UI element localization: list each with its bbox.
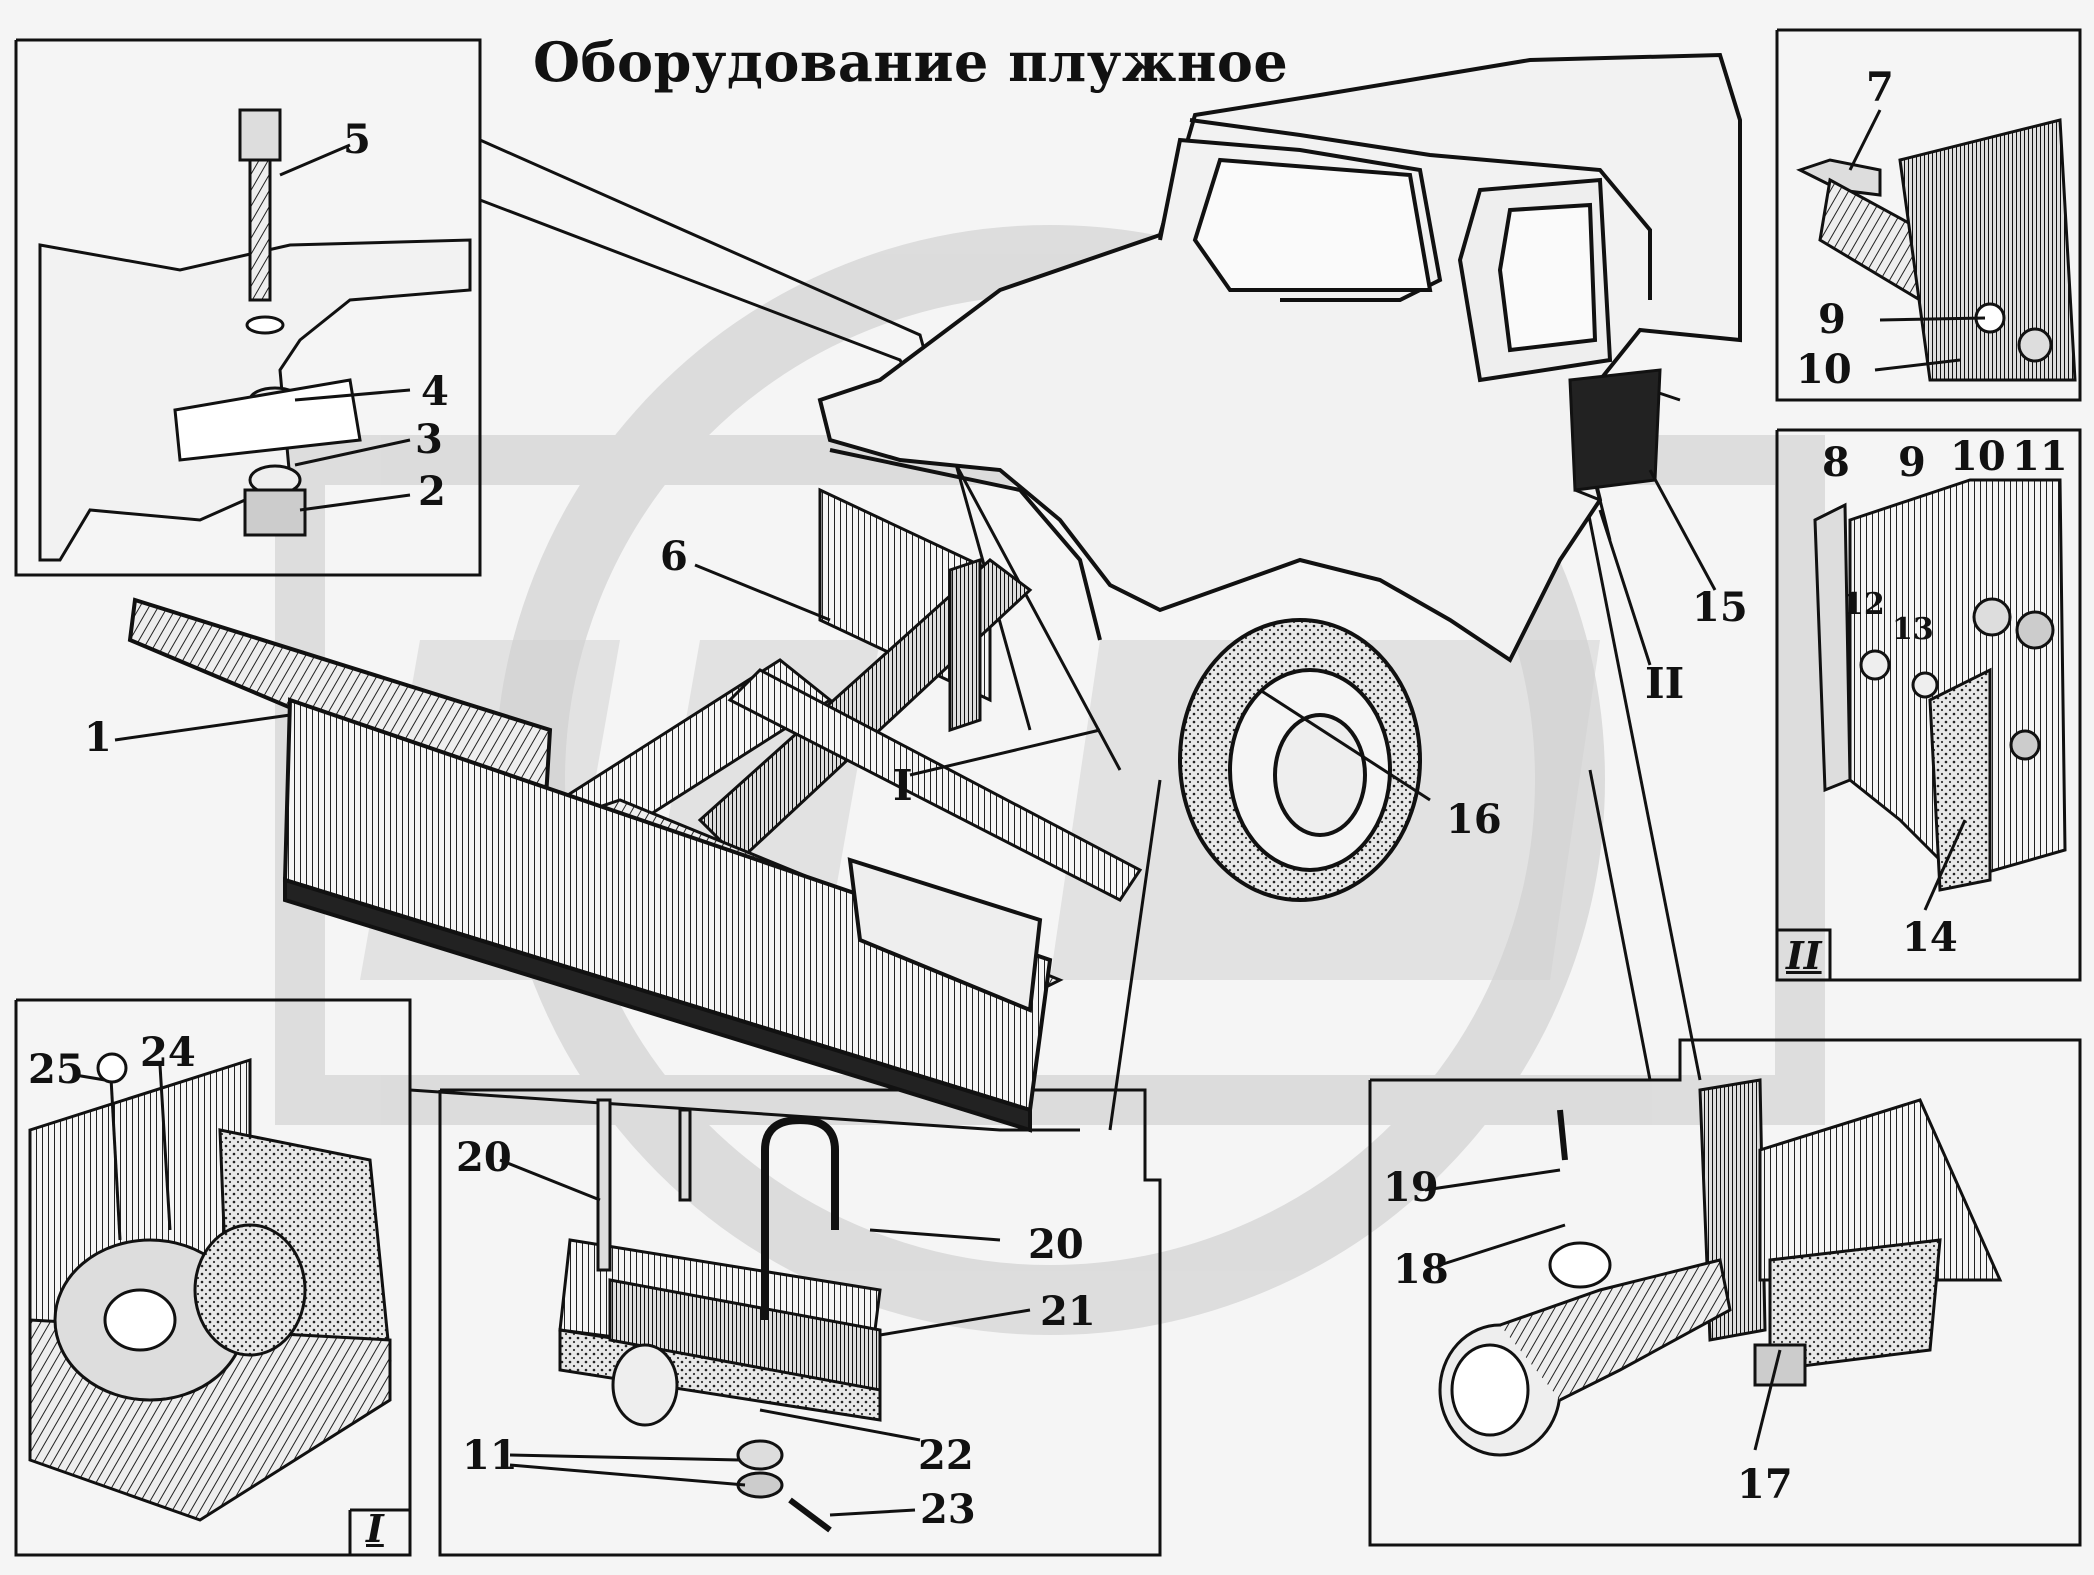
callout-18: 18 <box>1393 1246 1449 1293</box>
callout-6: 6 <box>660 533 688 580</box>
callout-20-left: 20 <box>456 1134 512 1181</box>
inset-frame-II <box>1775 428 2082 982</box>
inset-label-II: II <box>1786 933 1822 978</box>
truck-cab <box>817 52 1742 663</box>
callout-17: 17 <box>1737 1461 1793 1508</box>
callout-21: 21 <box>1040 1288 1096 1335</box>
callout-15: 15 <box>1692 584 1748 631</box>
callout-23: 23 <box>920 1486 976 1533</box>
inset-frame-bracket-top <box>1775 28 2082 402</box>
inset-frame-I <box>14 998 412 1557</box>
callout-leaders <box>74 109 1986 1517</box>
inset-bolt-assembly <box>38 108 472 562</box>
callout-20-right: 20 <box>1028 1221 1084 1268</box>
callout-24: 24 <box>140 1029 196 1076</box>
callout-9-inset: 9 <box>1898 439 1926 486</box>
view-marker-I: I <box>893 761 913 810</box>
inset-frame-clamp <box>438 1088 1162 1557</box>
callout-8: 8 <box>1822 439 1850 486</box>
callout-5: 5 <box>343 116 371 163</box>
callout-14: 14 <box>1902 914 1958 961</box>
callout-10-inset: 10 <box>1950 433 2006 480</box>
inset-label-I: I <box>366 1506 384 1551</box>
view-marker-boxes <box>348 928 1832 1555</box>
inset-II-bracket-detail <box>1813 478 2067 892</box>
callout-11-inset: 11 <box>2012 433 2068 480</box>
callout-12: 12 <box>1843 587 1885 622</box>
callout-1: 1 <box>84 714 112 761</box>
inset-frame-bolt <box>14 38 482 577</box>
callout-7: 7 <box>1866 64 1894 111</box>
inset-I-castle-nut <box>28 1052 392 1522</box>
callout-16: 16 <box>1446 796 1502 843</box>
callout-9-top: 9 <box>1818 296 1846 343</box>
inset-frames <box>14 28 2082 1557</box>
callout-10-top: 10 <box>1796 346 1852 393</box>
callout-4: 4 <box>421 368 449 415</box>
callout-13: 13 <box>1892 612 1934 647</box>
inset-frame-pivot <box>1368 1038 2082 1547</box>
inset-pivot <box>1438 1078 2003 1457</box>
inset-clamp <box>558 1098 882 1533</box>
view-marker-II: II <box>1645 659 1685 708</box>
callout-11-clamp: 11 <box>462 1432 518 1479</box>
callout-25: 25 <box>28 1046 84 1093</box>
plow-blade <box>127 597 1053 1133</box>
inset-hook-bracket <box>1796 118 2077 382</box>
callout-19: 19 <box>1383 1164 1439 1211</box>
front-wheel <box>1178 618 1422 902</box>
callout-2: 2 <box>418 468 446 515</box>
callout-3: 3 <box>415 416 443 463</box>
callout-22: 22 <box>918 1432 974 1479</box>
diagram-title: Оборудование плужное <box>533 30 1289 94</box>
